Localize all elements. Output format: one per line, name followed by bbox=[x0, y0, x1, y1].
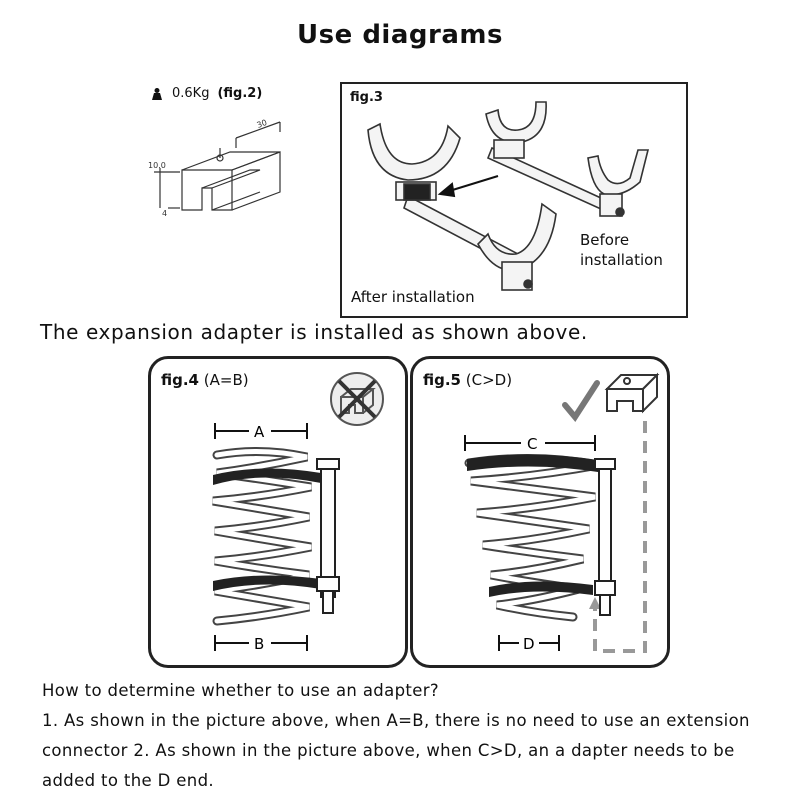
instructions-question: How to determine whether to use an adapt… bbox=[42, 681, 439, 700]
adapter-block-drawing: 30 10.0 4 bbox=[148, 118, 281, 218]
fig4-panel: A B fig.4 (A=B) bbox=[148, 356, 408, 668]
dim-b-label: B bbox=[254, 635, 264, 653]
before-installation-label: Before installation bbox=[580, 231, 663, 269]
dim-d-label: D bbox=[523, 635, 535, 653]
fig4-label: fig.4 (A=B) bbox=[161, 371, 249, 389]
dim-4: 4 bbox=[162, 209, 167, 218]
fig5-label: fig.5 (C>D) bbox=[423, 371, 513, 389]
after-installation-label: After installation bbox=[351, 288, 475, 306]
fig3-label: fig.3 bbox=[350, 90, 383, 105]
dim-10: 10.0 bbox=[148, 161, 166, 170]
fig5-drawing: C D bbox=[464, 372, 660, 653]
fig2-ref: (fig.2) bbox=[217, 86, 263, 101]
instructions-text: How to determine whether to use an adapt… bbox=[42, 676, 772, 796]
adapter-icon bbox=[604, 372, 660, 414]
fig5-panel: C D fig.5 (C>D) bbox=[410, 356, 670, 668]
page-title: Use diagrams bbox=[297, 20, 503, 50]
dim-30: 30 bbox=[256, 118, 269, 130]
dim-a-label: A bbox=[254, 423, 265, 441]
installation-caption: The expansion adapter is installed as sh… bbox=[40, 320, 588, 344]
weight-info: 0.6Kg (fig.2) bbox=[150, 86, 262, 101]
weight-value: 0.6Kg bbox=[172, 86, 210, 101]
fig3-panel: fig.3 Before installation After installa… bbox=[340, 82, 688, 318]
spring-compressor-drawing bbox=[367, 101, 650, 291]
fig4-drawing: A B bbox=[212, 372, 384, 653]
instructions-answer: 1. As shown in the picture above, when A… bbox=[42, 711, 750, 790]
checkmark-icon bbox=[562, 380, 600, 423]
weight-icon bbox=[152, 87, 162, 100]
dim-c-label: C bbox=[527, 435, 537, 453]
no-adapter-icon bbox=[330, 372, 384, 426]
